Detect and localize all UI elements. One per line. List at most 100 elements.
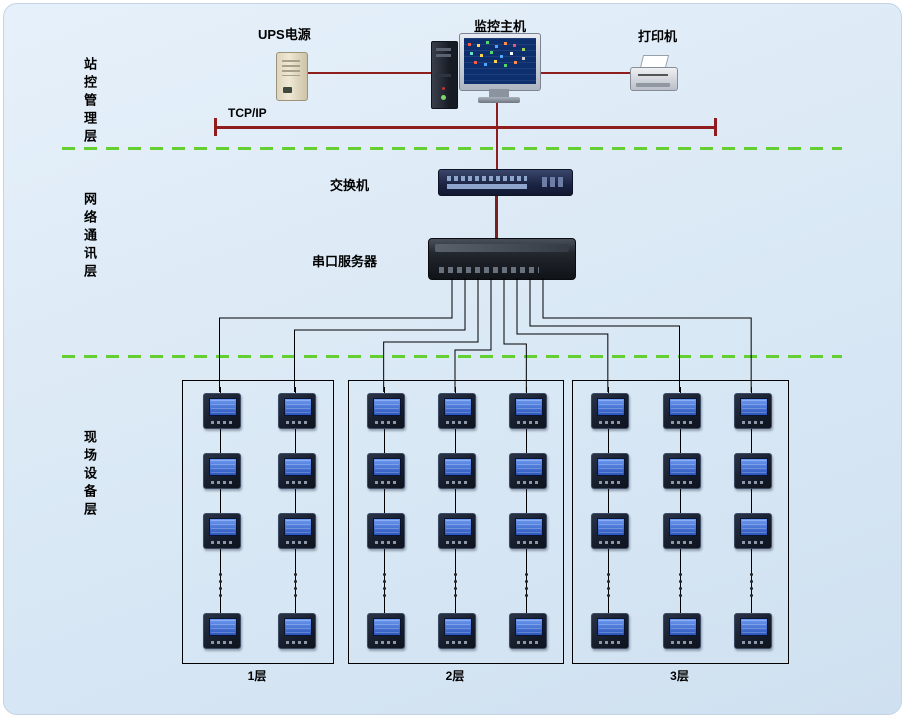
meter-keys <box>210 421 235 424</box>
meter-screen <box>444 618 472 636</box>
meter-keys <box>517 541 542 544</box>
meter-keys <box>670 421 695 424</box>
meter-column <box>590 385 629 659</box>
meter-keys <box>670 481 695 484</box>
ups-device-icon <box>276 52 308 101</box>
meter-screen <box>372 458 401 476</box>
meter-keys <box>598 541 623 544</box>
layer-label-station-management: 站控管理层 <box>82 57 97 147</box>
monitor-stand <box>489 89 509 97</box>
meter-screen <box>372 398 401 416</box>
more-meters-ellipsis <box>525 573 529 576</box>
wire-switch-to-serial-server <box>495 194 498 238</box>
meter-keys <box>446 481 470 484</box>
layer-label-network-comm: 网络通讯层 <box>82 192 97 282</box>
meter-screen <box>515 398 544 416</box>
power-meter <box>590 613 629 649</box>
meter-keys <box>374 481 399 484</box>
power-meter <box>734 393 773 429</box>
meter-keys <box>374 641 399 644</box>
printer-slot <box>638 74 668 76</box>
meter-screen <box>283 618 312 636</box>
wire-ups-to-host <box>306 72 432 74</box>
meter-keys <box>210 481 235 484</box>
power-meter <box>277 453 316 489</box>
switch-label: 交换机 <box>330 178 370 193</box>
power-meter <box>202 393 241 429</box>
printer-icon <box>630 55 678 93</box>
power-meter <box>662 613 701 649</box>
meter-keys <box>285 481 310 484</box>
power-meter <box>438 613 476 649</box>
power-meter <box>509 453 548 489</box>
power-meter <box>277 613 316 649</box>
meter-keys <box>517 481 542 484</box>
host-tower-icon <box>431 41 458 109</box>
layer-divider-top <box>62 147 842 150</box>
meter-column <box>277 385 316 659</box>
power-meter <box>509 613 548 649</box>
serial-server-label: 串口服务器 <box>312 254 378 269</box>
power-meter <box>662 453 701 489</box>
more-meters-ellipsis <box>750 573 754 576</box>
printer-body <box>630 67 678 91</box>
meter-column-line <box>751 387 753 635</box>
more-meters-ellipsis <box>454 573 457 576</box>
more-meters-ellipsis <box>218 573 222 576</box>
power-meter <box>734 613 773 649</box>
meter-screen <box>208 618 237 636</box>
printer-tray <box>636 83 670 87</box>
bus-terminator-left <box>214 118 217 136</box>
meter-screen <box>372 618 401 636</box>
more-meters-ellipsis <box>382 573 386 576</box>
meter-column-line <box>526 387 528 635</box>
power-meter <box>202 453 241 489</box>
layer-label-field-device: 现场设备层 <box>82 430 97 520</box>
power-meter <box>202 513 241 549</box>
meter-keys <box>285 541 310 544</box>
meter-keys <box>446 541 470 544</box>
meter-screen <box>740 618 769 636</box>
group-label-floor-3: 3层 <box>670 669 689 683</box>
meter-screen <box>515 618 544 636</box>
power-meter <box>590 453 629 489</box>
meter-screen <box>208 398 237 416</box>
meter-column <box>733 385 773 659</box>
meter-screen <box>596 458 625 476</box>
meter-column-line <box>294 387 296 635</box>
meter-column-line <box>679 387 681 635</box>
meter-screen <box>596 398 625 416</box>
power-meter <box>662 513 701 549</box>
meter-group-floor-3 <box>572 380 789 664</box>
meter-screen <box>668 518 697 536</box>
meter-keys <box>517 421 542 424</box>
meter-screen <box>372 518 401 536</box>
meter-column <box>202 385 241 659</box>
meter-screen <box>515 458 544 476</box>
meter-keys <box>374 541 399 544</box>
meter-screen <box>515 518 544 536</box>
power-meter <box>366 393 405 429</box>
meter-screen <box>596 518 625 536</box>
power-meter <box>202 613 241 649</box>
monitor-base <box>478 97 520 103</box>
meter-screen <box>444 398 472 416</box>
meter-keys <box>517 641 542 644</box>
meter-screen <box>283 518 312 536</box>
meter-keys <box>598 641 623 644</box>
meter-screen <box>740 518 769 536</box>
power-meter <box>277 513 316 549</box>
power-meter <box>590 393 629 429</box>
host-label: 监控主机 <box>474 19 527 34</box>
meter-keys <box>742 641 767 644</box>
power-meter <box>438 513 476 549</box>
meter-screen <box>444 518 472 536</box>
more-meters-ellipsis <box>606 573 610 576</box>
tcpip-bus-line <box>215 126 717 129</box>
meter-column <box>437 385 476 659</box>
meter-screen <box>208 458 237 476</box>
power-meter <box>509 513 548 549</box>
meter-screen <box>208 518 237 536</box>
power-meter <box>662 393 701 429</box>
power-meter <box>509 393 548 429</box>
